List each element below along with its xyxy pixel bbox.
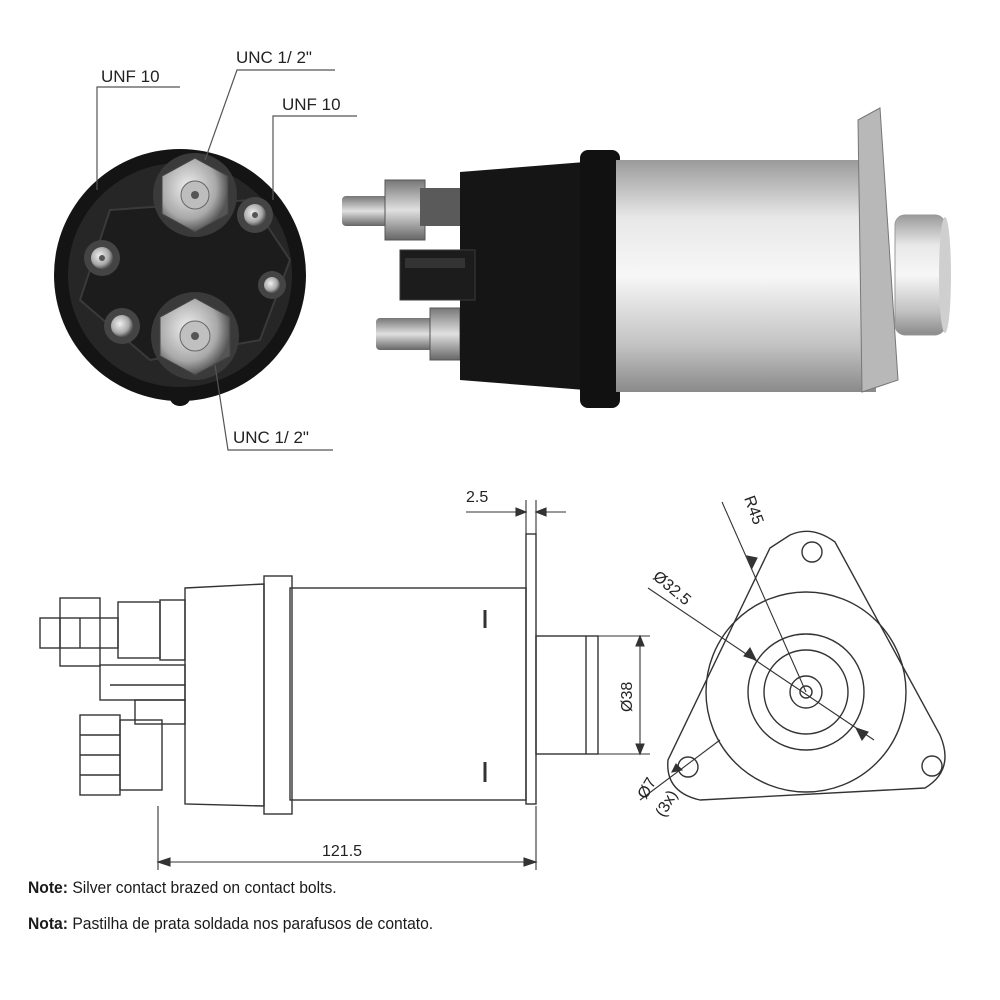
dim-flange-thickness: 2.5 <box>466 489 488 506</box>
dimension-lines-front <box>639 501 875 801</box>
note-english-prefix: Note: <box>28 878 68 897</box>
small-terminal-right <box>237 197 273 233</box>
large-terminal-bottom <box>151 292 239 380</box>
small-terminal-mid-right <box>258 271 286 299</box>
side-view-drawing <box>39 533 599 815</box>
large-terminal-top <box>153 153 237 237</box>
note-portuguese-text: Pastilha de prata soldada nos parafusos … <box>67 914 434 933</box>
dim-plunger-diameter: Ø38 <box>619 682 636 712</box>
dim-hole-count: (3x) <box>653 788 682 820</box>
dimension-lines-side <box>156 500 650 870</box>
small-terminal-left <box>84 240 120 276</box>
dim-body-diameter: Ø32.5 <box>649 568 693 609</box>
callout-unf-left: UNF 10 <box>101 67 160 86</box>
small-terminal-lower-left <box>104 308 140 344</box>
solenoid-side-photo <box>342 107 951 408</box>
callout-unc-top: UNC 1/ 2" <box>236 48 312 67</box>
terminal-end-view <box>54 149 306 406</box>
callout-unf-right: UNF 10 <box>282 95 341 114</box>
callout-unc-bottom: UNC 1/ 2" <box>233 428 309 447</box>
dim-bolt-circle-radius: R45 <box>740 494 766 527</box>
dim-hole-diameter: Ø7 <box>635 775 660 802</box>
note-english: Note: Silver contact brazed on contact b… <box>28 878 337 898</box>
note-english-text: Silver contact brazed on contact bolts. <box>67 878 337 897</box>
callout-leaders <box>96 69 357 451</box>
note-portuguese-prefix: Nota: <box>28 914 68 933</box>
dim-overall-length: 121.5 <box>322 843 362 860</box>
front-view-drawing <box>667 530 946 801</box>
note-portuguese: Nota: Pastilha de prata soldada nos para… <box>28 914 433 934</box>
